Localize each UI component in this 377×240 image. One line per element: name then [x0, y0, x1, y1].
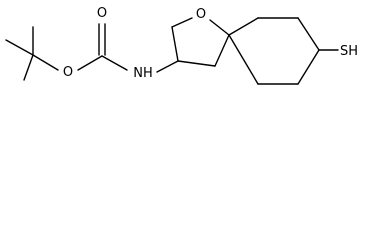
carbonyl-oxygen-label: O: [97, 6, 107, 21]
bond-tbu-methyl-bottom: [23, 54, 34, 81]
bond-spiro-upper: [228, 17, 259, 36]
amine-label: NH: [133, 66, 153, 81]
tert-butyl-group: [5, 26, 59, 81]
ester-oxygen-label: O: [63, 65, 73, 80]
bond-ester-oxygen-carbonyl: [77, 55, 103, 71]
bond-upper-to-c8: [297, 17, 320, 51]
molecule-structure: O O NH O SH: [5, 6, 358, 85]
ring-oxygen-label: O: [196, 7, 206, 22]
bond-c3-c2: [171, 26, 179, 62]
bond-tbu-methyl-left: [5, 39, 34, 56]
tetrahydrofuran-ring: [171, 17, 230, 67]
bond-c2-o1: [171, 17, 193, 28]
bond-tbu-to-oxygen: [32, 54, 59, 71]
carbamate-group: [77, 23, 128, 71]
cyclohexane-ring: [228, 17, 320, 85]
bond-c4-spiro: [214, 34, 230, 67]
thiol-label: SH: [340, 44, 358, 59]
bond-c8-to-lower: [297, 49, 320, 85]
bond-carbonyl-nitrogen: [101, 55, 128, 71]
bond-nitrogen-ring: [156, 60, 179, 73]
bond-o1-spiro: [209, 19, 230, 36]
bond-c3-c4: [177, 60, 216, 67]
bond-lower-to-spiro: [228, 34, 259, 85]
